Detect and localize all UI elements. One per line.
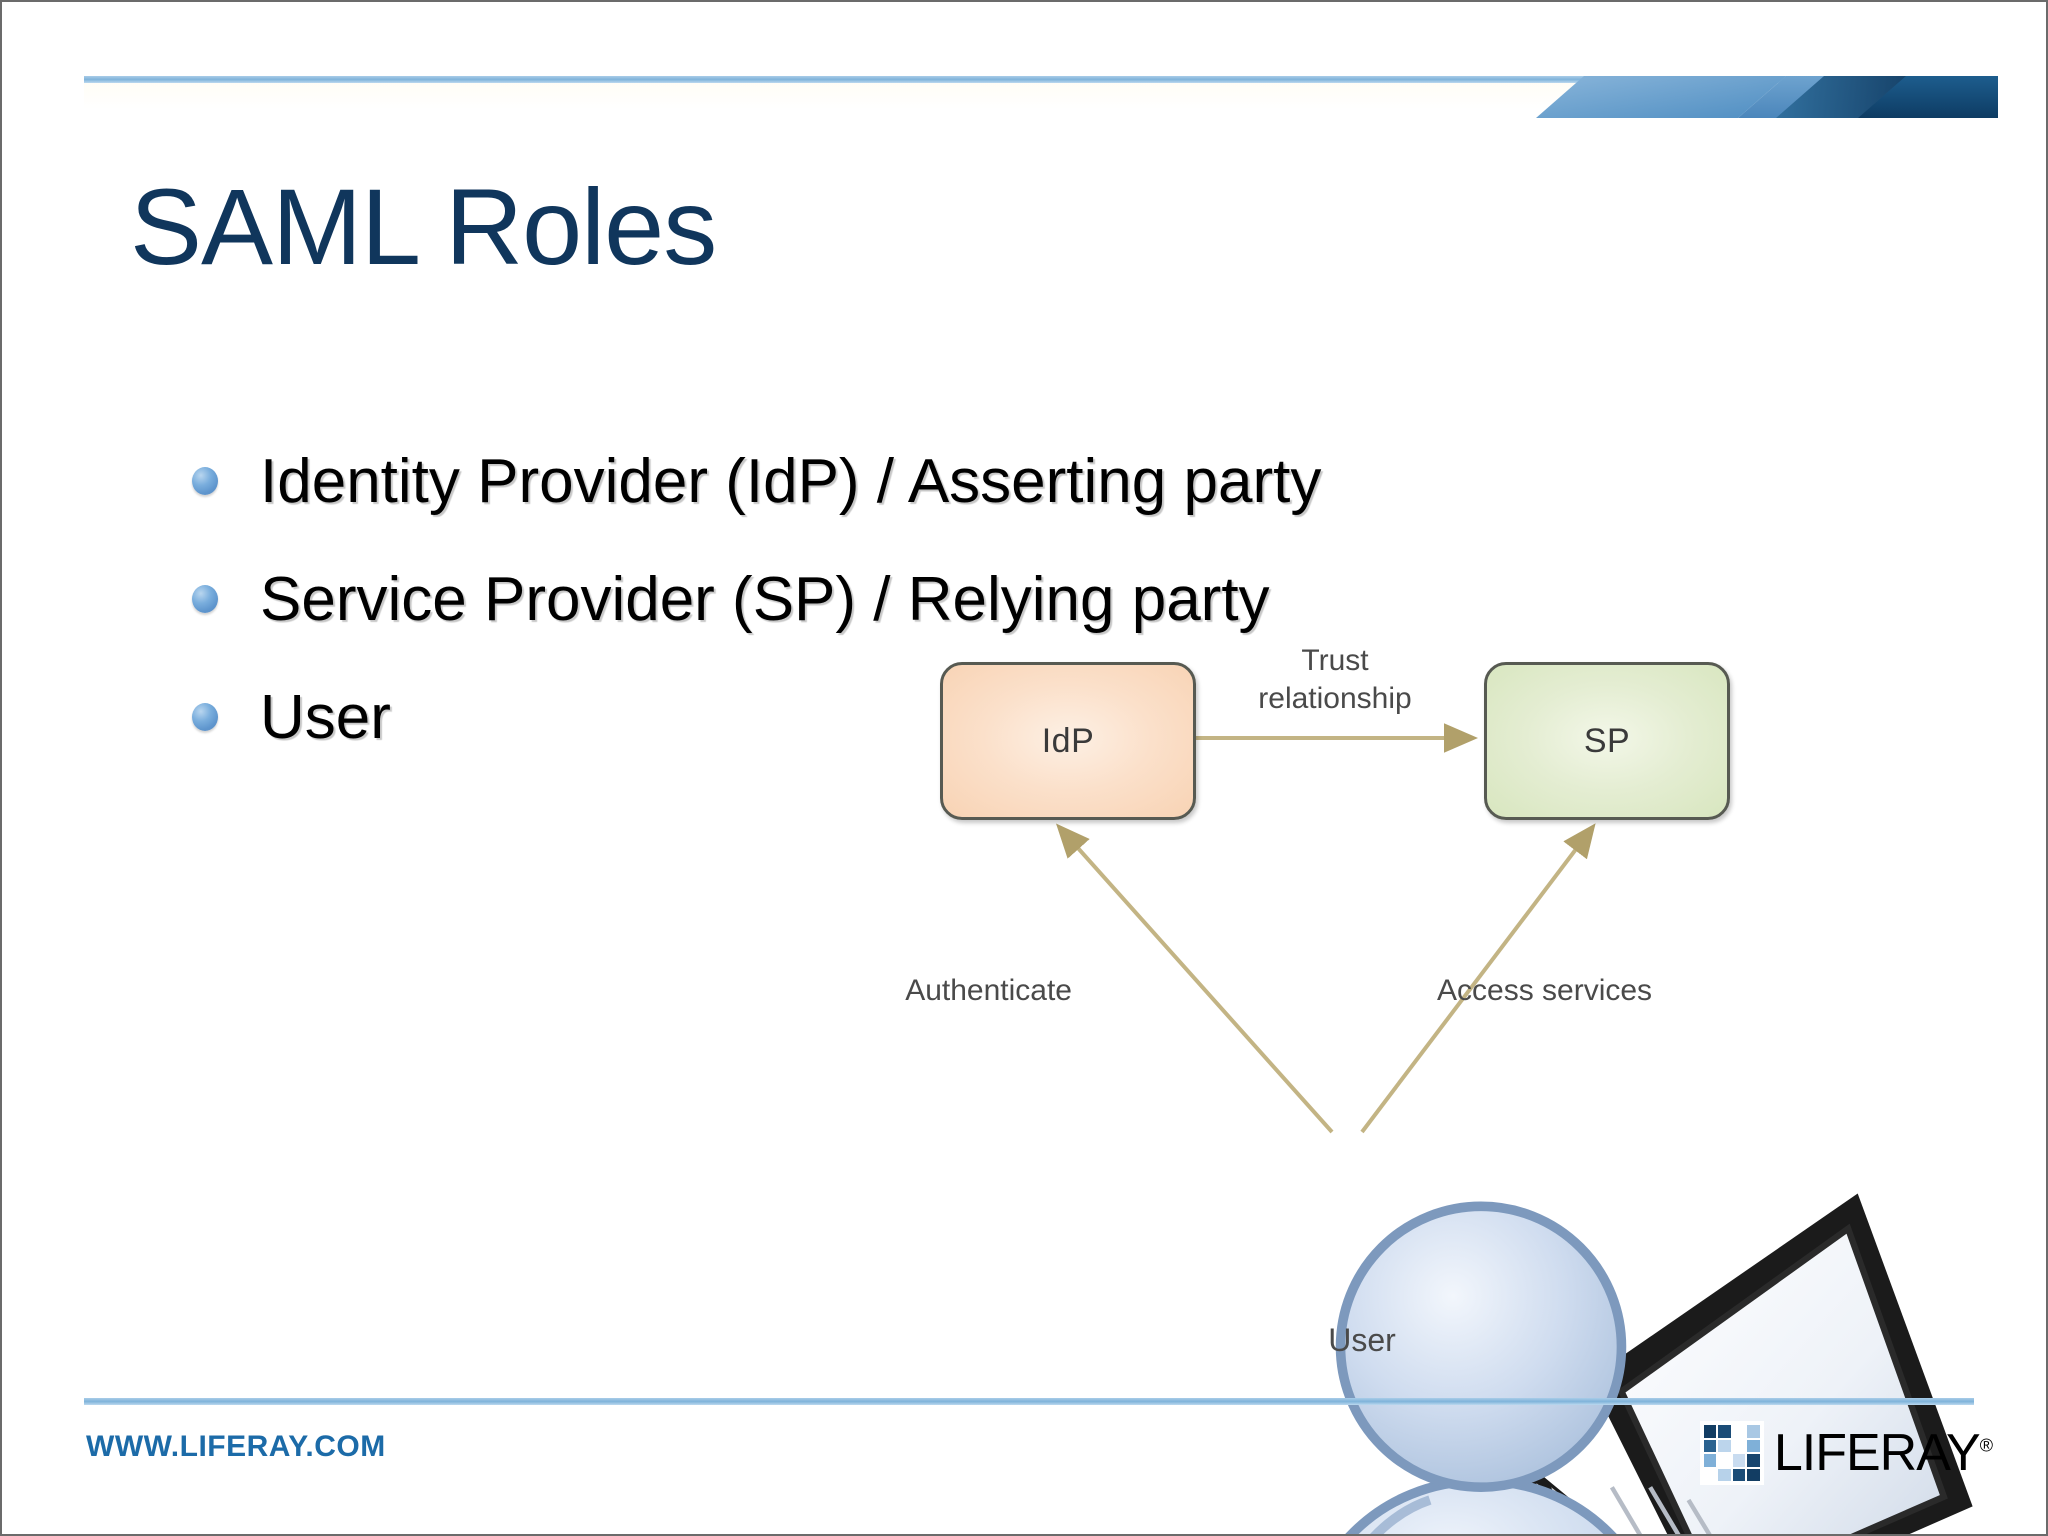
edge-label-trust-relationship: Trust relationship (1200, 642, 1470, 717)
bullet-text: Identity Provider (IdP) / Asserting part… (260, 446, 1322, 516)
bullet-list: Identity Provider (IdP) / Asserting part… (192, 422, 1492, 776)
bullet-text: User (260, 682, 391, 752)
page-title: SAML Roles (130, 166, 717, 287)
top-right-corner-decoration (1486, 68, 2046, 118)
bullet-text: Service Provider (SP) / Relying party (260, 564, 1270, 634)
diagram-node-sp-label: SP (1583, 721, 1631, 760)
footer-website-url: WWW.LIFERAY.COM (86, 1430, 386, 1463)
edge-label-trust-line1: Trust (1301, 644, 1369, 677)
edge-label-access-services: Access services (1437, 974, 1653, 1007)
top-accent-rule (84, 76, 1974, 83)
liferay-logo-wordmark: LIFERAY® (1773, 1424, 1993, 1482)
diagram-node-user-label: User (1328, 1322, 1396, 1358)
liferay-logo-mark-icon (1699, 1421, 1764, 1485)
user-with-laptop-icon (1232, 1107, 1973, 1534)
edge-label-trust-line2: relationship (1258, 681, 1412, 715)
saml-roles-diagram: IdP SP Trust relationship Authenticate A… (905, 632, 1973, 1534)
diagram-connectors (1055, 723, 1596, 1134)
diagram-node-idp-label: IdP (1041, 721, 1095, 760)
bottom-accent-rule (84, 1398, 1974, 1405)
liferay-logo: LIFERAY® (1699, 1417, 1993, 1489)
blue-sphere-bullet-icon (192, 703, 218, 731)
edge-label-authenticate: Authenticate (905, 974, 1072, 1007)
blue-sphere-bullet-icon (192, 467, 218, 495)
registered-trademark-icon: ® (1979, 1435, 1993, 1456)
liferay-wordmark-text: LIFERAY (1773, 1424, 1981, 1482)
diagram-node-sp: SP (1484, 662, 1730, 820)
diagram-node-idp: IdP (940, 662, 1196, 820)
list-item: Service Provider (SP) / Relying party (192, 540, 1492, 658)
list-item: User (192, 658, 1492, 776)
list-item: Identity Provider (IdP) / Asserting part… (192, 422, 1492, 540)
blue-sphere-bullet-icon (192, 585, 218, 613)
